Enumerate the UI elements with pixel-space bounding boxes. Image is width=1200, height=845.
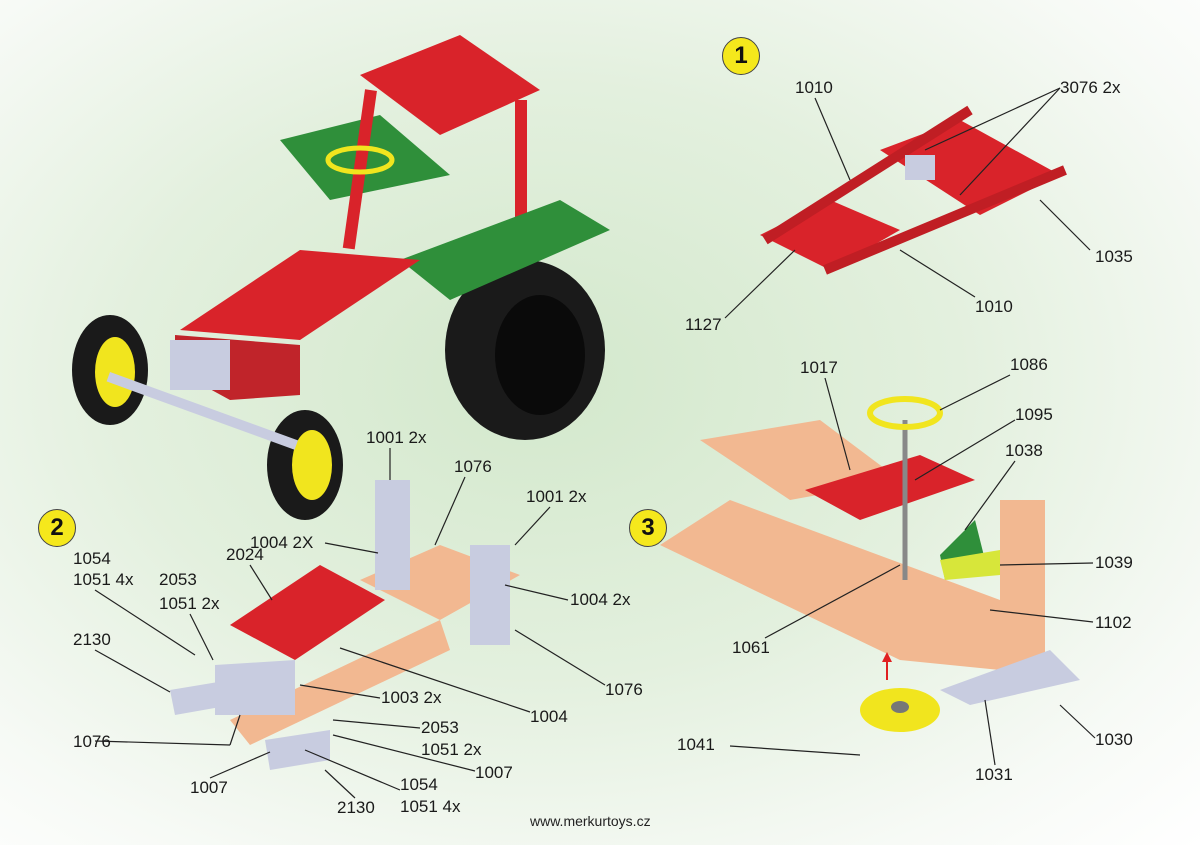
part-label: 1035 bbox=[1095, 247, 1133, 266]
part-label: 1010 bbox=[795, 78, 833, 97]
part-label: 1076 bbox=[73, 732, 111, 751]
part-label: 1051 4x bbox=[400, 797, 461, 816]
part-label: 1007 bbox=[190, 778, 228, 797]
part-label: 1076 bbox=[454, 457, 492, 476]
part-label: 1102 bbox=[1095, 613, 1132, 632]
part-label: 1076 bbox=[605, 680, 643, 699]
part-label: 1054 bbox=[73, 549, 111, 568]
part-label: 1095 bbox=[1015, 405, 1053, 424]
part-label: 2130 bbox=[337, 798, 375, 817]
part-label: 1054 bbox=[400, 775, 438, 794]
part-label: 1038 bbox=[1005, 441, 1043, 460]
step3-model bbox=[660, 396, 1080, 732]
part-label: 1004 bbox=[530, 707, 568, 726]
part-label: 1004 2X bbox=[250, 533, 314, 552]
part-label: 1051 2x bbox=[421, 740, 482, 759]
part-label: 1001 2x bbox=[366, 428, 427, 447]
part-label: 1051 4x bbox=[73, 570, 134, 589]
part-label: 3076 2x bbox=[1060, 78, 1121, 97]
step-1-badge: 1 bbox=[722, 37, 760, 75]
step-3-badge: 3 bbox=[629, 509, 667, 547]
part-label: 1004 2x bbox=[570, 590, 631, 609]
part-label: 1039 bbox=[1095, 553, 1133, 572]
step1-model bbox=[760, 105, 1067, 275]
part-label: 2053 bbox=[421, 718, 459, 737]
part-label: 1127 bbox=[685, 315, 722, 334]
part-label: 1017 bbox=[800, 358, 838, 377]
step-2-badge: 2 bbox=[38, 509, 76, 547]
part-label: 1051 2x bbox=[159, 594, 220, 613]
part-label: 1001 2x bbox=[526, 487, 587, 506]
part-label: 1030 bbox=[1095, 730, 1133, 749]
part-label: 1061 bbox=[732, 638, 770, 657]
part-label: 1086 bbox=[1010, 355, 1048, 374]
part-label: 2024 bbox=[226, 545, 264, 564]
leader-lines bbox=[94, 87, 1096, 799]
part-label: 2130 bbox=[73, 630, 111, 649]
part-label: 1031 bbox=[975, 765, 1013, 784]
part-label: 1041 bbox=[677, 735, 715, 754]
part-label: 1007 bbox=[475, 763, 513, 782]
tractor-model bbox=[72, 35, 610, 520]
part-label: 1010 bbox=[975, 297, 1013, 316]
website-footer: www.merkurtoys.cz bbox=[530, 813, 651, 829]
part-label: 2053 bbox=[159, 570, 197, 589]
step2-model bbox=[170, 480, 520, 770]
part-label: 1003 2x bbox=[381, 688, 442, 707]
